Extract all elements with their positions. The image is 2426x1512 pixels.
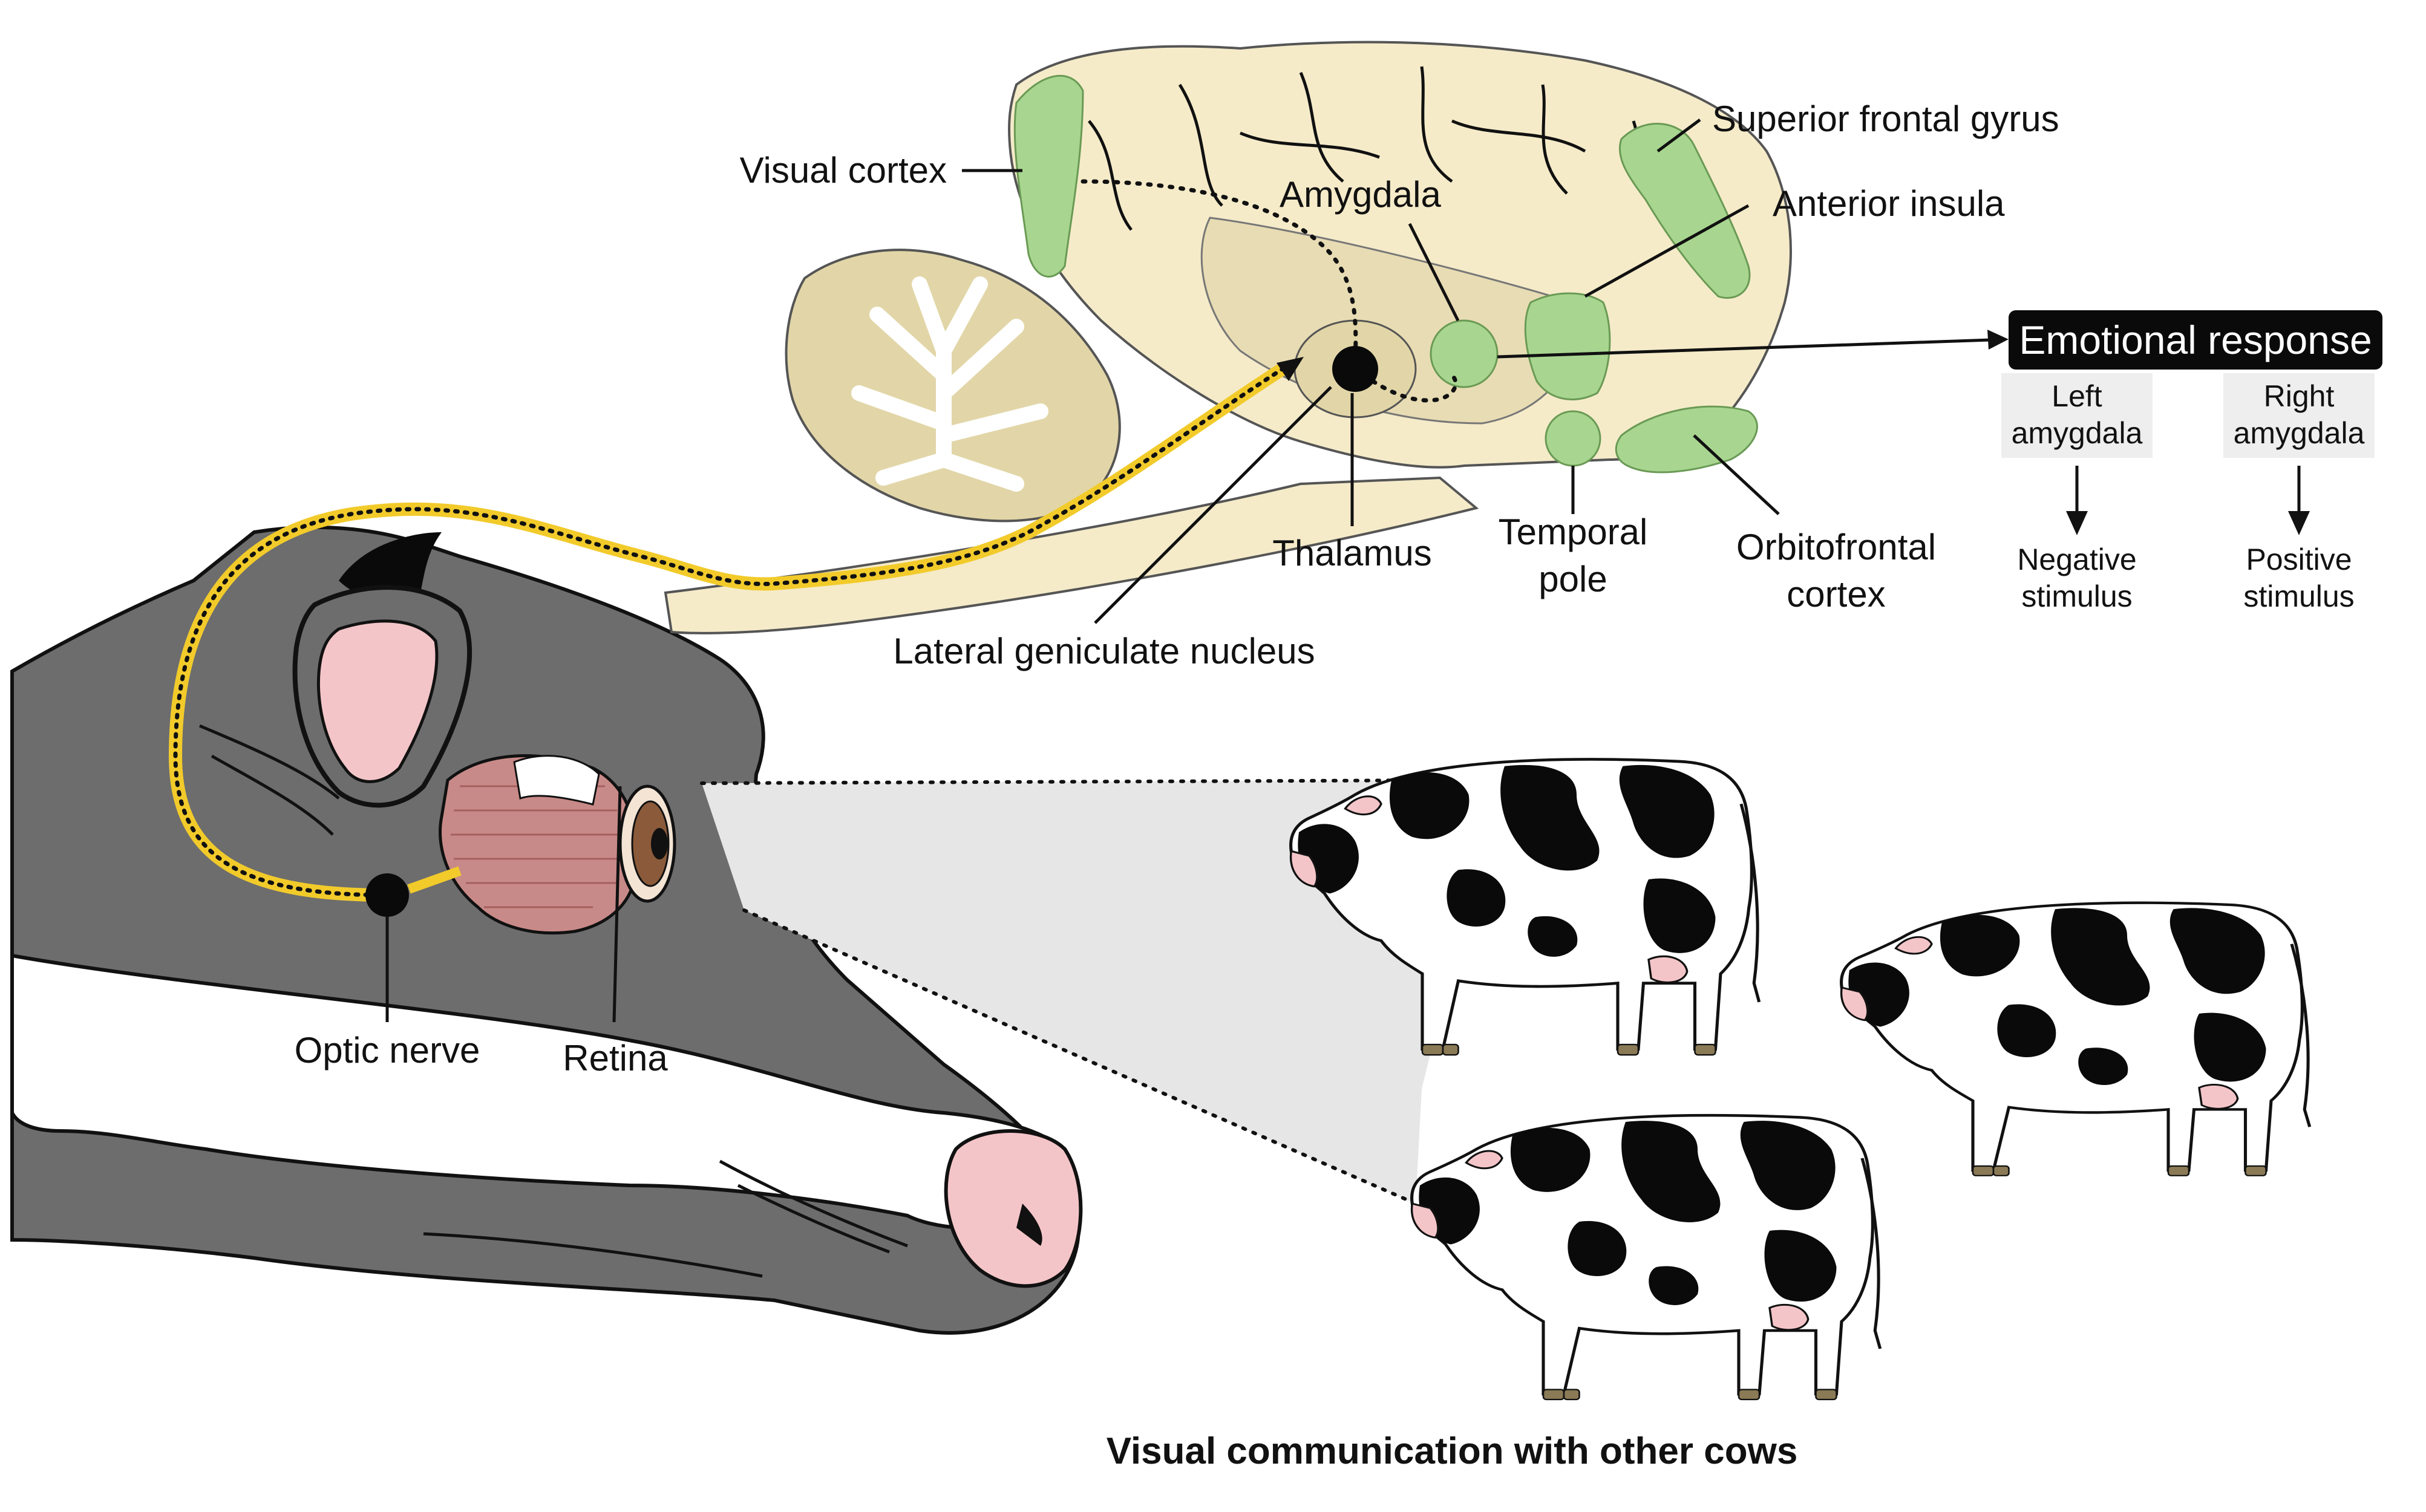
visual-field-cone [702,780,1452,1204]
thalamus-label: Thalamus [1272,533,1431,573]
left-down-arrow-icon [2066,511,2088,535]
right-amygdala-line1: Right [2264,379,2335,413]
superior-frontal-gyrus-region [1618,123,1751,299]
positive-stimulus-line1: Positive [2246,543,2352,576]
right-amygdala-box [2223,373,2375,458]
lateral-geniculate-dot [1332,346,1378,392]
temporal-pole-label-line2: pole [1538,559,1607,599]
positive-stimulus-line2: stimulus [2243,579,2354,613]
emotional-response-badge [2009,310,2382,370]
negative-stimulus-line1: Negative [2017,543,2136,576]
optic-nerve-label: Optic nerve [295,1030,480,1070]
anterior-insula-label: Anterior insula [1773,183,2005,224]
visual-cortex-region [1013,74,1084,278]
holstein-cow-icon [1412,1115,1880,1400]
orbitofrontal-label-line2: cortex [1787,574,1885,614]
anterior-insula-region [1524,292,1611,400]
left-amygdala-line1: Left [2052,379,2102,413]
right-down-arrow-icon [2288,511,2310,535]
temporal-pole-label-line1: Temporal [1499,512,1648,552]
temporal-pole-region [1545,410,1601,467]
optic-nerve-dot [365,873,409,917]
amygdala-label: Amygdala [1280,174,1441,215]
lateral-geniculate-label: Lateral geniculate nucleus [893,631,1315,671]
caption: Visual communication with other cows [1107,1430,1798,1472]
left-amygdala-line2: amygdala [2012,416,2143,450]
right-amygdala-line2: amygdala [2234,416,2365,450]
cortex-thalamus-path [1081,179,1358,371]
pathway-arrowhead [1277,357,1304,381]
thalamus-amygdala-path [1353,367,1458,403]
orbitofrontal-label-line1: Orbitofrontal [1736,527,1936,567]
retina-label: Retina [563,1038,668,1078]
superior-frontal-gyrus-label: Superior frontal gyrus [1712,99,2059,139]
orbitofrontal-cortex-region [1615,405,1758,474]
visual-cortex-label: Visual cortex [740,150,947,191]
emotional-response-title: Emotional response [2019,318,2372,362]
left-amygdala-box [2001,373,2153,458]
negative-stimulus-line2: stimulus [2021,579,2132,613]
holstein-cow-icon [1842,903,2310,1176]
amygdala-region [1430,319,1499,388]
eyeball-icon [439,754,676,935]
